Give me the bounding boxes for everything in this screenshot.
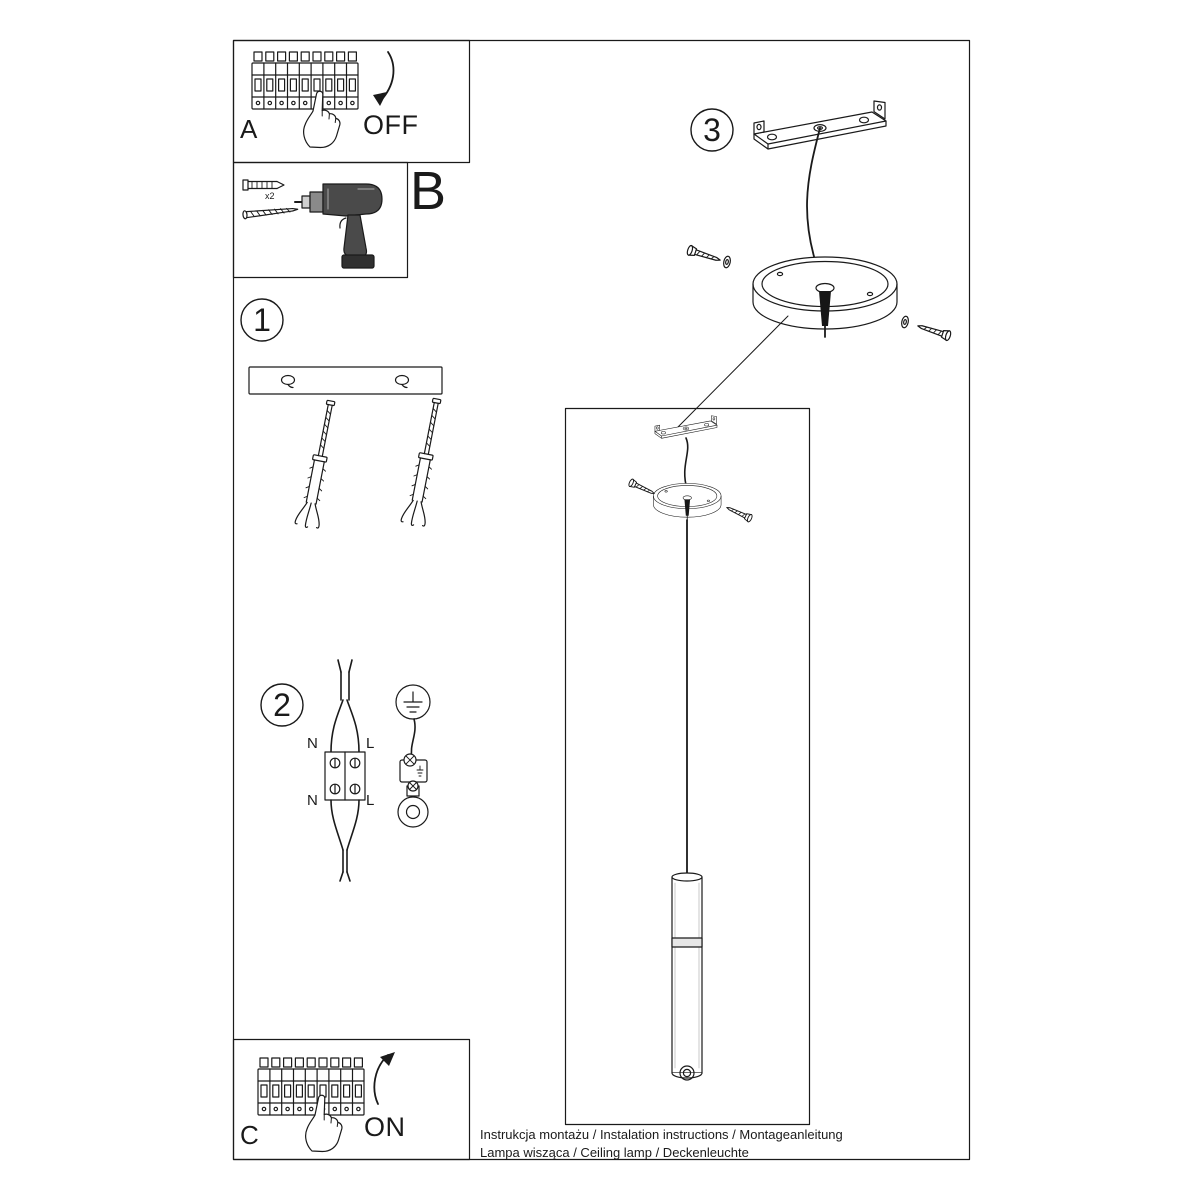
step3-number: 3 — [703, 112, 721, 148]
wire-live-top-label: L — [366, 735, 375, 752]
wire-neutral-top-label: N — [307, 735, 318, 752]
canopy-icon — [752, 256, 898, 338]
frame-borders — [232, 39, 971, 1161]
step2-number: 2 — [273, 687, 291, 723]
step3-circle — [690, 108, 734, 152]
panel-a-art — [252, 51, 395, 149]
plug-quantity-label: x2 — [265, 191, 275, 201]
lamp-shade — [671, 872, 703, 1081]
panel-c-art — [258, 1052, 395, 1153]
breaker-panel-icon — [258, 1058, 364, 1115]
leader-line — [677, 315, 789, 428]
step1-circle — [240, 298, 284, 342]
screw-icon — [242, 207, 299, 220]
panel-b-label: B — [410, 161, 447, 221]
panel-b-art — [242, 179, 383, 269]
drill-icon — [294, 183, 383, 269]
washer-left-icon — [722, 255, 732, 269]
anchor-right-icon — [399, 396, 450, 529]
footer-instructions-title: Instrukcja montażu / Instalation instruc… — [480, 1127, 843, 1142]
step2-circle — [260, 683, 304, 727]
step2-art — [260, 659, 431, 882]
washer-right-icon — [900, 315, 910, 329]
footer-product-title: Lampa wisząca / Ceiling lamp / Deckenleu… — [480, 1145, 749, 1160]
pendant-art — [627, 415, 754, 1081]
step3-art — [677, 100, 953, 428]
pendant-canopy-icon — [652, 482, 722, 522]
pendant-screw-right-icon — [724, 503, 754, 524]
anchor-left-icon — [293, 398, 344, 531]
pendant-cable-curve — [683, 437, 689, 490]
on-arrow-icon — [373, 1052, 395, 1105]
wire-live-bottom-label: L — [366, 792, 375, 809]
power-off-label: OFF — [363, 110, 419, 140]
panel-a-label: A — [240, 114, 258, 144]
mounting-rail-icon — [248, 366, 443, 395]
terminal-wiring — [324, 659, 366, 882]
panel-c-label: C — [240, 1120, 259, 1150]
canopy-screw-right-icon — [915, 320, 953, 342]
off-arrow-icon — [373, 51, 395, 106]
wire-neutral-bottom-label: N — [307, 792, 318, 809]
ceiling-bracket-icon — [753, 100, 887, 150]
power-on-label: ON — [364, 1112, 406, 1142]
wall-plug-icon — [242, 179, 285, 191]
step1-number: 1 — [253, 302, 271, 338]
ground-connection — [395, 684, 431, 828]
step1-art — [240, 298, 450, 531]
pendant-screw-left-icon — [627, 477, 657, 498]
breaker-panel-icon — [252, 52, 358, 109]
canopy-screw-left-icon — [685, 244, 723, 266]
